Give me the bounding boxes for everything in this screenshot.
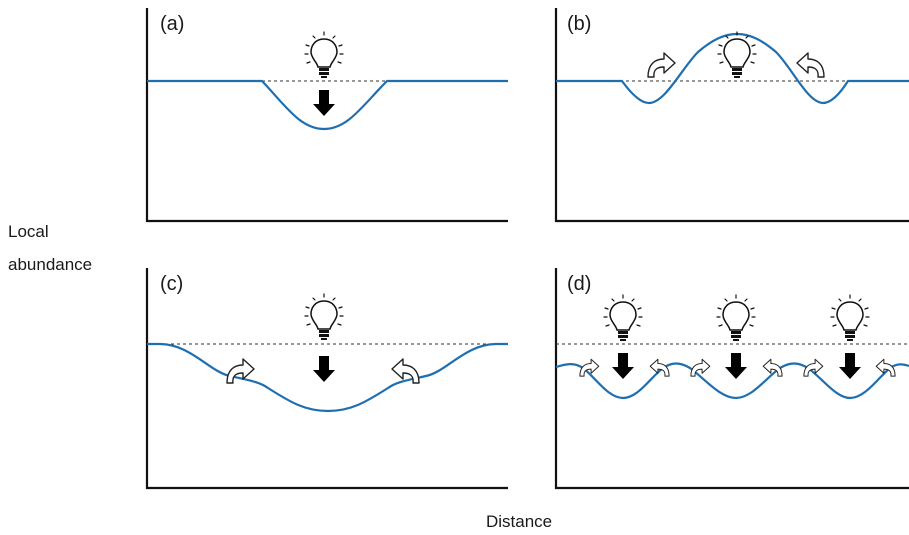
panel-c-axes xyxy=(145,268,508,490)
light-bulb-icon xyxy=(304,293,344,341)
curved-arrow-icon xyxy=(649,358,670,377)
panel-c: (c) xyxy=(145,268,508,490)
light-bulb-icon xyxy=(304,31,344,79)
panel-c-label: (c) xyxy=(160,273,183,295)
panel-d: (d) xyxy=(554,268,909,490)
light-bulb-icon xyxy=(603,294,643,342)
light-bulb-icon xyxy=(830,294,870,342)
down-arrow-icon xyxy=(839,353,861,379)
x-axis-label: Distance xyxy=(486,512,552,531)
curved-arrow-icon xyxy=(391,358,420,384)
panel-b: (b) xyxy=(554,8,909,223)
panel-d-abundance-curve xyxy=(555,362,909,400)
light-bulb-icon xyxy=(717,31,757,79)
panel-c-abundance-curve xyxy=(147,342,508,413)
panel-d-axes xyxy=(554,268,909,490)
panel-a-label: (a) xyxy=(160,13,184,35)
panel-a-abundance-curve xyxy=(147,79,508,131)
panel-b-axes xyxy=(554,8,909,223)
panel-a-axes xyxy=(145,8,508,223)
down-arrow-icon xyxy=(313,90,335,116)
down-arrow-icon xyxy=(725,353,747,379)
curved-arrow-icon xyxy=(647,52,676,78)
y-axis-label-line2: abundance xyxy=(8,255,92,274)
curved-arrow-icon xyxy=(796,52,825,78)
panel-a: (a) xyxy=(145,8,508,223)
down-arrow-icon xyxy=(313,356,335,382)
curved-arrow-icon xyxy=(690,358,711,377)
light-bulb-icon xyxy=(716,294,756,342)
y-axis-label-line1: Local xyxy=(8,222,49,241)
panel-d-label: (d) xyxy=(567,273,591,295)
panel-b-label: (b) xyxy=(567,13,591,35)
down-arrow-icon xyxy=(612,353,634,379)
curved-arrow-icon xyxy=(875,358,896,377)
